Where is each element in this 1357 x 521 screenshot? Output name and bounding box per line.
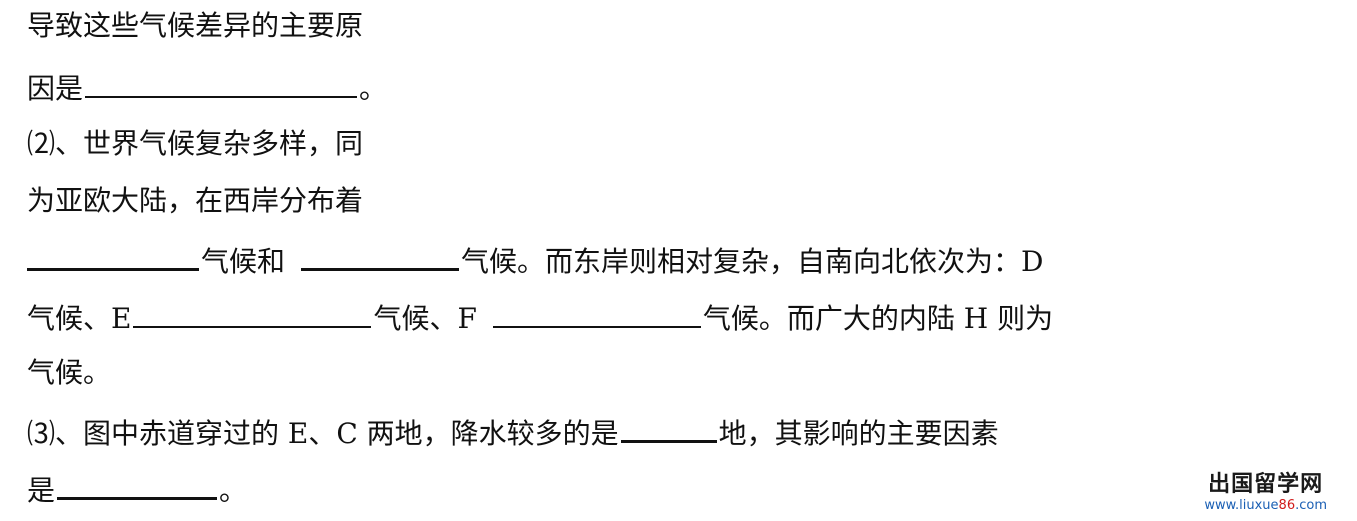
- text-line-1: 导致这些气候差异的主要原: [27, 6, 363, 46]
- answer-blank-1[interactable]: [85, 66, 358, 98]
- line-9-text: 是: [27, 474, 56, 507]
- watermark-url: www.liuxue86.com: [1204, 498, 1327, 513]
- line-3-text: ⑵、世界气候复杂多样，同: [27, 127, 364, 160]
- line-8-text-b: 地，其影响的主要因素: [718, 417, 999, 450]
- line-4-text: 为亚欧大陆，在西岸分布着: [27, 184, 364, 217]
- site-watermark: 出国留学网 www.liuxue86.com: [1204, 472, 1327, 513]
- line-8-text-a: ⑶、图中赤道穿过的 E、C 两地，降水较多的是: [27, 417, 619, 450]
- text-line-9: 是。: [27, 467, 247, 507]
- line-1-text: 导致这些气候差异的主要原: [27, 9, 364, 42]
- text-line-7: 气候。: [27, 353, 111, 393]
- line-7-text: 气候。: [27, 356, 112, 389]
- answer-blank-3[interactable]: [301, 238, 460, 271]
- watermark-url-prefix: www.liuxue: [1204, 498, 1279, 513]
- answer-blank-7[interactable]: [57, 467, 218, 500]
- answer-blank-5[interactable]: [492, 296, 701, 328]
- text-line-4: 为亚欧大陆，在西岸分布着: [27, 181, 363, 221]
- text-line-5: 气候和 气候。而东岸则相对复杂，自南向北依次为：D: [27, 238, 1043, 278]
- line-6-text-a: 气候、E: [27, 302, 132, 335]
- text-line-3: ⑵、世界气候复杂多样，同: [27, 124, 363, 164]
- line-9-end: 。: [219, 474, 248, 507]
- line-6-text-c: 气候。而广大的内陆 H 则为: [702, 302, 1054, 335]
- answer-blank-6[interactable]: [620, 410, 717, 443]
- answer-blank-2[interactable]: [27, 238, 199, 271]
- line-5-text-a: 气候和: [201, 245, 286, 278]
- line-6-text-b: 气候、F: [373, 302, 477, 335]
- line-2-end: 。: [359, 72, 388, 105]
- watermark-url-number: 86: [1278, 498, 1296, 513]
- text-line-6: 气候、E 气候、F 气候。而广大的内陆 H 则为: [27, 296, 1053, 336]
- watermark-url-suffix: .com: [1295, 498, 1327, 513]
- text-line-8: ⑶、图中赤道穿过的 E、C 两地，降水较多的是 地，其影响的主要因素: [27, 410, 999, 450]
- watermark-title: 出国留学网: [1208, 472, 1324, 497]
- text-line-2: 因是 。: [27, 66, 387, 106]
- line-2-text: 因是: [27, 72, 84, 105]
- line-5-text-b: 气候。而东岸则相对复杂，自南向北依次为：D: [461, 245, 1044, 278]
- answer-blank-4[interactable]: [133, 296, 372, 328]
